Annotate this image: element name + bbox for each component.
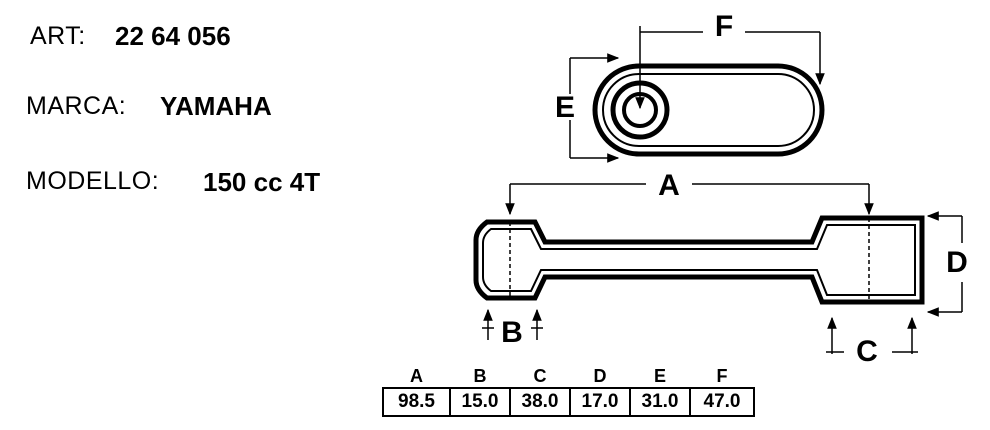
dim-header-c: C [533, 366, 547, 386]
dim-label-c: C [856, 335, 878, 368]
dimension-b: B [482, 308, 543, 349]
marca-value: YAMAHA [160, 91, 272, 121]
art-label: ART: [30, 22, 86, 50]
dimension-c: C [826, 316, 918, 368]
modello-label: MODELLO: [26, 167, 160, 195]
dimension-e: E [555, 53, 620, 163]
top-view [592, 26, 825, 157]
modello-value: 150 cc 4T [203, 167, 321, 197]
dim-label-e: E [555, 91, 575, 124]
top-view-inner-outline [602, 73, 815, 147]
dimension-d: D [926, 211, 968, 317]
dimension-f: F [640, 10, 825, 86]
dim-value-f: 47.0 [689, 387, 755, 417]
top-view-outline [592, 63, 825, 157]
dim-value-c: 38.0 [509, 387, 571, 417]
dim-value-e: 31.0 [629, 387, 691, 417]
dimensions-table: A B C D E F 98.5 15.0 38.0 17.0 31.0 47.… [382, 366, 755, 417]
side-view-inner-outline [482, 224, 916, 296]
dim-label-b: B [501, 316, 523, 349]
dim-value-b: 15.0 [449, 387, 511, 417]
dim-label-d: D [946, 246, 968, 279]
side-view [473, 215, 925, 305]
dim-header-b: B [473, 366, 487, 386]
dim-header-e: E [653, 366, 666, 386]
dimensions-value-row: 98.5 15.0 38.0 17.0 31.0 47.0 [382, 387, 755, 417]
dim-header-a: A [410, 366, 423, 386]
dimension-a: A [505, 169, 874, 216]
dim-value-a: 98.5 [382, 387, 451, 417]
dimensions-header-row: A B C D E F [383, 366, 754, 388]
dim-label-f: F [715, 10, 733, 43]
dim-label-a: A [658, 169, 680, 202]
dim-header-d: D [593, 366, 607, 386]
dim-value-d: 17.0 [569, 387, 631, 417]
side-view-outline [473, 215, 925, 305]
marca-label: MARCA: [26, 92, 127, 120]
dim-header-f: F [716, 366, 728, 386]
art-value: 22 64 056 [115, 21, 231, 51]
